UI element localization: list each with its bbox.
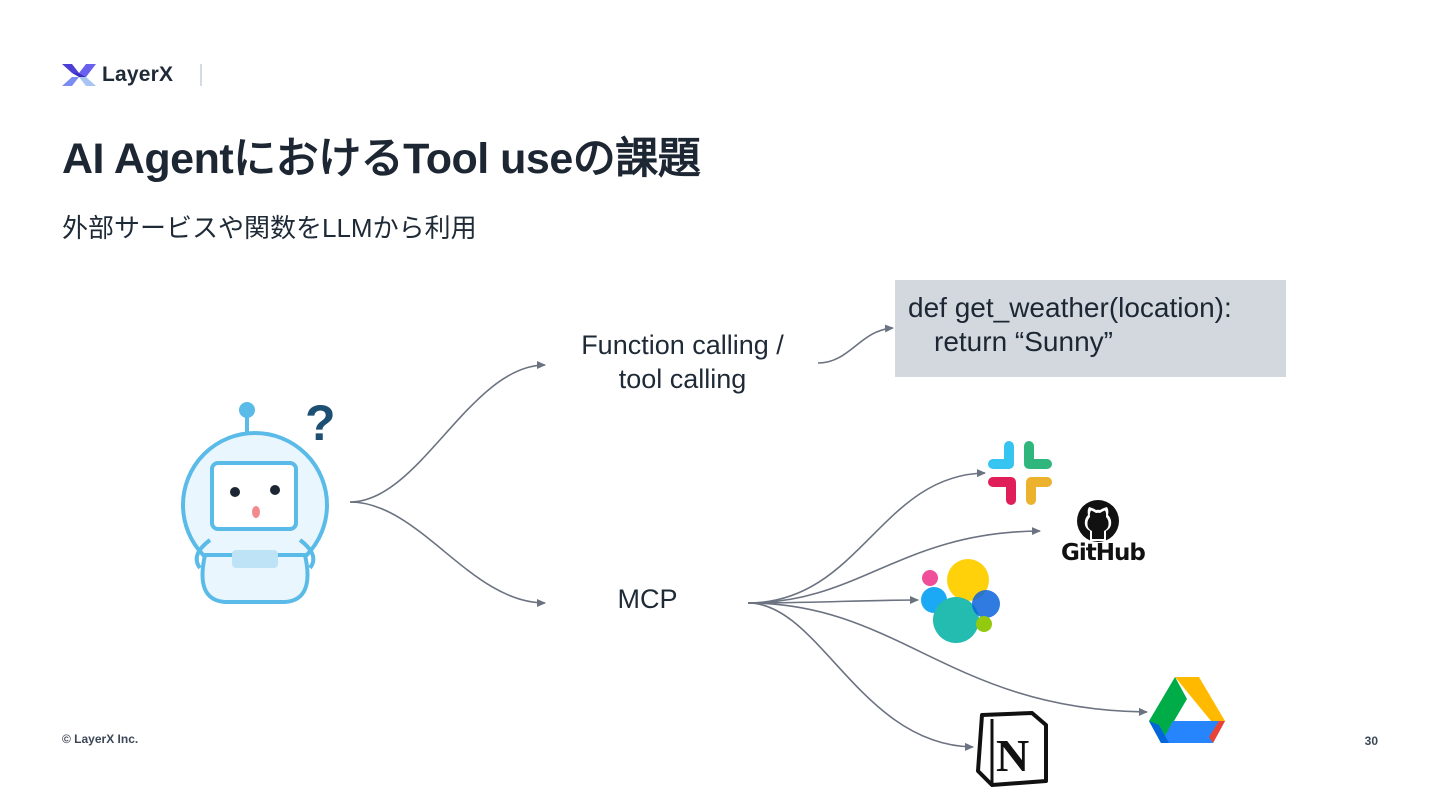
function-calling-line2: tool calling [618, 364, 747, 394]
google-drive-icon [1149, 677, 1225, 743]
code-line-2: return “Sunny” [934, 326, 1113, 357]
github-icon [1077, 500, 1119, 542]
slide-title: AI AgentにおけるTool useの課題 [62, 135, 701, 183]
layerx-logo-icon [62, 64, 96, 86]
arrow-to-slack [747, 469, 986, 604]
slide-subtitle: 外部サービスや関数をLLMから利用 [62, 213, 477, 243]
page-number: 30 [1364, 734, 1378, 748]
svg-text:N: N [996, 730, 1029, 781]
logo-divider [200, 64, 202, 86]
footer-copyright: © LayerX Inc. [62, 732, 139, 746]
slack-icon [988, 441, 1052, 505]
arrow-to-github [747, 527, 1041, 604]
notion-icon: N [976, 711, 1048, 787]
arrow-to-mcp [349, 501, 546, 607]
robot-arrows [349, 324, 894, 607]
function-calling-label: Function calling / tool calling [560, 328, 805, 396]
arrow-to-google-drive [747, 602, 1148, 716]
arrow-to-notion [747, 602, 974, 751]
function-calling-line1: Function calling / [581, 330, 784, 360]
arrow-to-function-calling [349, 361, 546, 503]
logo-text: LayerX [102, 63, 174, 86]
code-example-box [895, 280, 1286, 377]
arrow-to-code [817, 324, 894, 364]
mcp-arrows [747, 469, 1148, 751]
robot-question-icon: ? [181, 395, 336, 604]
layerx-logo: LayerX [62, 60, 173, 90]
arrow-to-elastic [747, 596, 919, 605]
question-mark: ? [305, 395, 336, 451]
elastic-icon [921, 559, 1000, 643]
github-wordmark: GitHub [1061, 540, 1146, 566]
code-line-1: def get_weather(location): [908, 292, 1232, 323]
mcp-label: MCP [617, 584, 678, 614]
